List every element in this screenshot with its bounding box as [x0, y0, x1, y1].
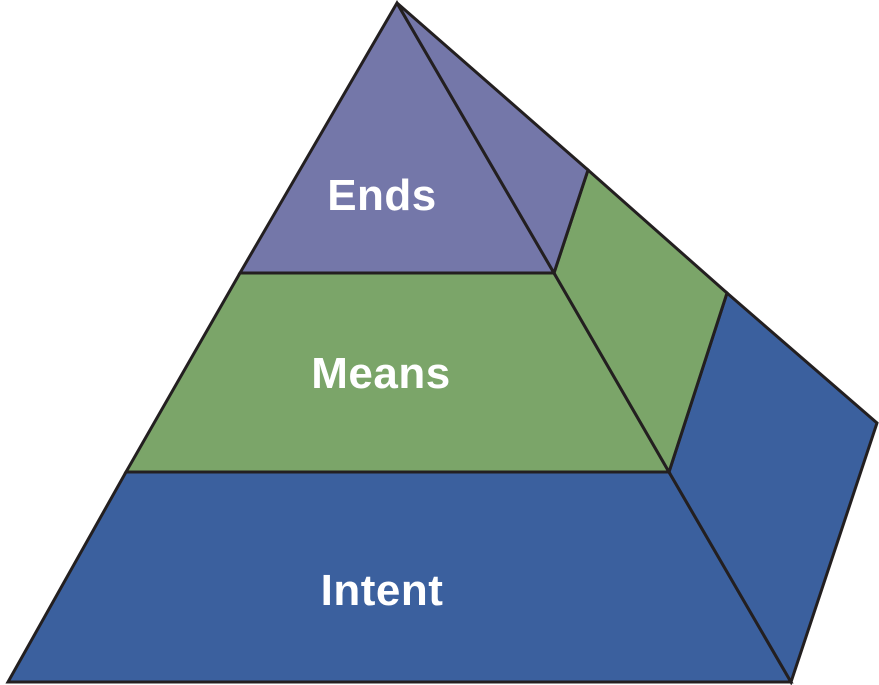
- means-label: Means: [311, 349, 450, 398]
- layer-means: Means: [123, 167, 729, 476]
- layer-ends: Ends: [237, 0, 590, 277]
- intent-label: Intent: [321, 566, 444, 615]
- ends-side-face: [395, 1, 590, 277]
- ends-label: Ends: [327, 171, 437, 220]
- layer-intent: Intent: [5, 290, 879, 685]
